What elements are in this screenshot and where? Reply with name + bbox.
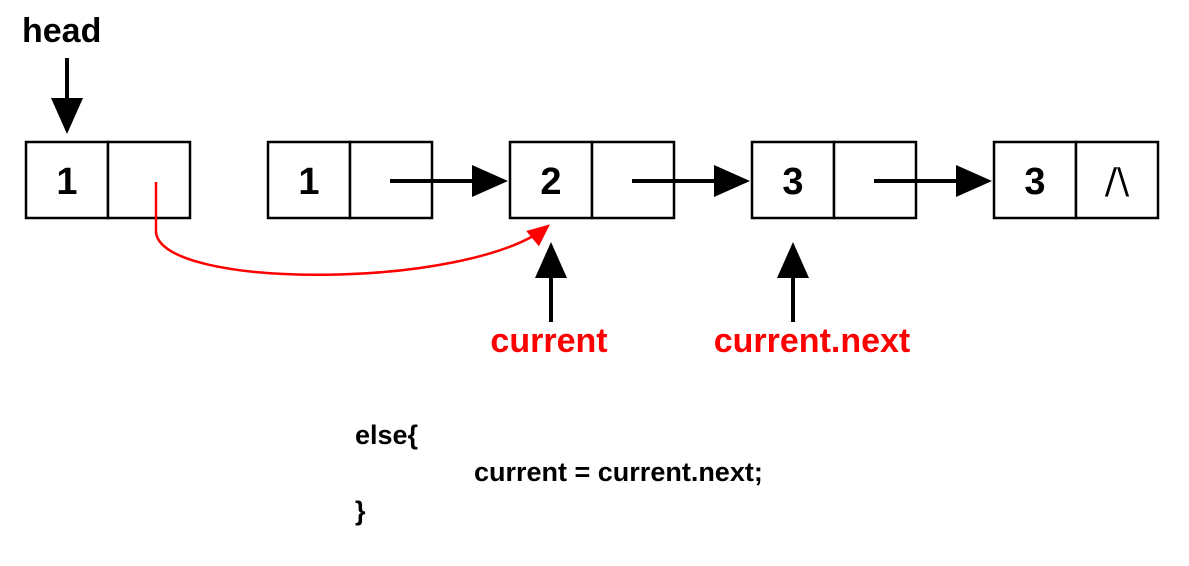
redirected-pointer-curve — [154, 182, 550, 276]
node-value: 1 — [56, 161, 77, 203]
code-line-1: else{ — [355, 420, 418, 450]
list-node-3: 3 — [750, 140, 918, 220]
node-pointer-cell — [106, 140, 192, 220]
head-label: head — [22, 12, 101, 50]
node-value: 3 — [782, 161, 803, 203]
current-next-label: current.next — [714, 322, 911, 360]
node-value-cell — [266, 140, 352, 220]
node-value: 3 — [1024, 161, 1045, 203]
code-snippet: else{ current = current.next; } — [355, 420, 763, 526]
code-line-2: current = current.next; — [474, 457, 763, 487]
current-label: current — [490, 322, 607, 360]
null-pointer-symbol: /\ — [1105, 161, 1130, 202]
node-value: 1 — [298, 161, 319, 203]
code-line-3: } — [355, 496, 366, 526]
list-node-4: 3 /\ — [992, 140, 1160, 220]
node-pointer-cell — [1074, 140, 1160, 220]
list-node-0: 1 — [24, 140, 192, 220]
node-value-cell — [992, 140, 1078, 220]
node-value: 2 — [540, 161, 561, 203]
node-value-cell — [750, 140, 836, 220]
node-value-cell — [508, 140, 594, 220]
